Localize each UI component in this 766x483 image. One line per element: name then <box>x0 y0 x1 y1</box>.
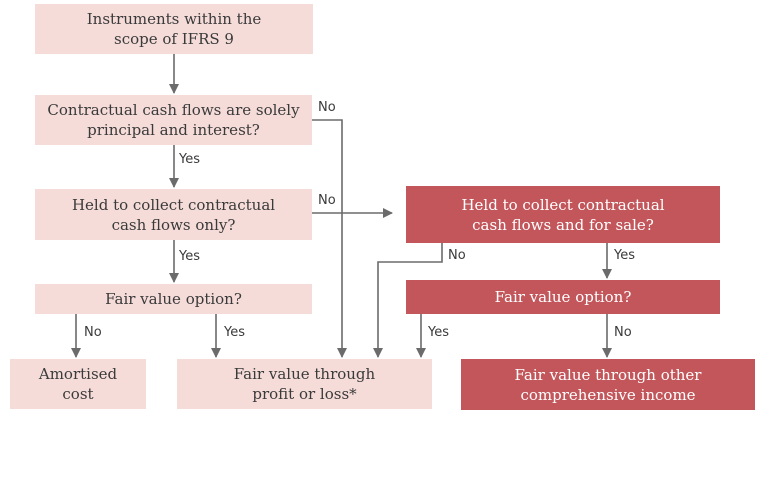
hold-to-collect-box: Held to collect contractual cash flows o… <box>35 189 312 240</box>
hold-to-collect-and-sell-text: Held to collect contractual cash flows a… <box>461 195 665 234</box>
fvoci-text: Fair value through other comprehensive i… <box>514 365 702 404</box>
arrow-sppi-no <box>312 119 347 358</box>
fvo-right-yes-label: Yes <box>428 325 449 340</box>
hold-to-collect-text: Held to collect contractual cash flows o… <box>71 195 276 234</box>
arrow-htcs-no <box>373 243 443 358</box>
sppi-yes-label: Yes <box>179 152 200 167</box>
htcs-no-label: No <box>448 248 466 263</box>
fair-value-option-right-text: Fair value option? <box>494 288 632 306</box>
amortised-cost-text: Amortised cost <box>38 365 118 403</box>
hold-to-collect-and-sell-box: Held to collect contractual cash flows a… <box>406 186 720 243</box>
fvtpl-box: Fair value through profit or loss* <box>177 359 432 409</box>
fair-value-option-right-box: Fair value option? <box>406 280 720 314</box>
scope-text: Instruments within the scope of IFRS 9 <box>86 10 262 48</box>
htcs-yes-label: Yes <box>614 248 635 263</box>
fair-value-option-left-text: Fair value option? <box>105 290 242 308</box>
htc-yes-label: Yes <box>179 249 200 264</box>
amortised-cost-box: Amortised cost <box>10 359 146 409</box>
fvo-left-no-label: No <box>84 325 102 340</box>
sppi-question-box: Contractual cash flows are solely princi… <box>35 95 312 145</box>
fvo-right-no-label: No <box>614 325 632 340</box>
sppi-question-text: Contractual cash flows are solely princi… <box>47 101 300 139</box>
htc-no-label: No <box>318 193 336 208</box>
fvo-left-yes-label: Yes <box>224 325 245 340</box>
sppi-no-label: No <box>318 100 336 115</box>
fvoci-box: Fair value through other comprehensive i… <box>461 359 755 410</box>
fair-value-option-left-box: Fair value option? <box>35 284 312 314</box>
fvtpl-text: Fair value through profit or loss* <box>233 365 376 403</box>
scope-box: Instruments within the scope of IFRS 9 <box>35 4 313 54</box>
